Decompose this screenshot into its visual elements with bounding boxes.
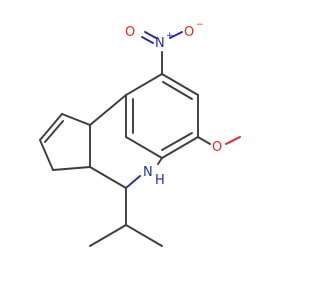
bond-c4-c3a: [89, 166, 127, 189]
bond-c1-c2-double: [44, 120, 64, 143]
bond-n-o-left-b: [141, 36, 154, 44]
bond-aromatic-1-inner: [162, 81, 193, 100]
bond-n-o-left-a: [144, 31, 157, 39]
bond-c9b-aryl: [89, 94, 127, 126]
bond-c2-c3: [39, 139, 54, 171]
bond-aromatic-3-inner: [161, 132, 193, 151]
bond-c-n-aryl: [157, 157, 163, 165]
bond-aromatic-3: [161, 136, 199, 159]
bond-n-c4: [125, 175, 141, 189]
bond-c1-c2: [39, 113, 63, 141]
nitro-positive-charge-label: +: [166, 31, 174, 41]
molecule-structure-canvas: O N + O − O N H: [39, 20, 241, 247]
methoxy-group: [197, 136, 241, 145]
methoxy-oxygen-label: O: [212, 140, 222, 155]
isopropyl-group: [89, 187, 163, 247]
nitro-oxygen-left-label: O: [125, 25, 135, 40]
nitro-negative-charge-label: −: [196, 20, 204, 30]
bond-aromatic-4: [125, 136, 163, 159]
nitro-oxygen-right-label: O: [184, 25, 194, 40]
aromatic-ring: [125, 73, 199, 159]
bond-ch-ch3-right: [125, 224, 163, 247]
nitro-nitrogen-label: N: [155, 36, 165, 51]
amine-nitrogen-label: N: [143, 165, 153, 180]
tetrahydroquinoline-ring: [89, 94, 163, 189]
atom-labels: O N + O − O N H: [125, 20, 222, 188]
bond-c3-c3a: [52, 166, 91, 171]
molecule-structure-diagram: O N + O − O N H: [39, 20, 241, 247]
bond-aromatic-1: [161, 73, 199, 96]
nitro-group: [141, 31, 183, 75]
bond-ch-ch3-left: [89, 224, 127, 247]
cyclopentene-ring: [39, 113, 91, 171]
bond-o-ch3-methoxy: [225, 136, 241, 145]
bond-c-o-methoxy: [197, 136, 211, 145]
bond-aromatic-6: [125, 73, 163, 96]
bond-c9b-c1: [61, 113, 91, 126]
bond-n-o-right: [169, 31, 183, 39]
amine-hydrogen-label: H: [155, 173, 165, 188]
